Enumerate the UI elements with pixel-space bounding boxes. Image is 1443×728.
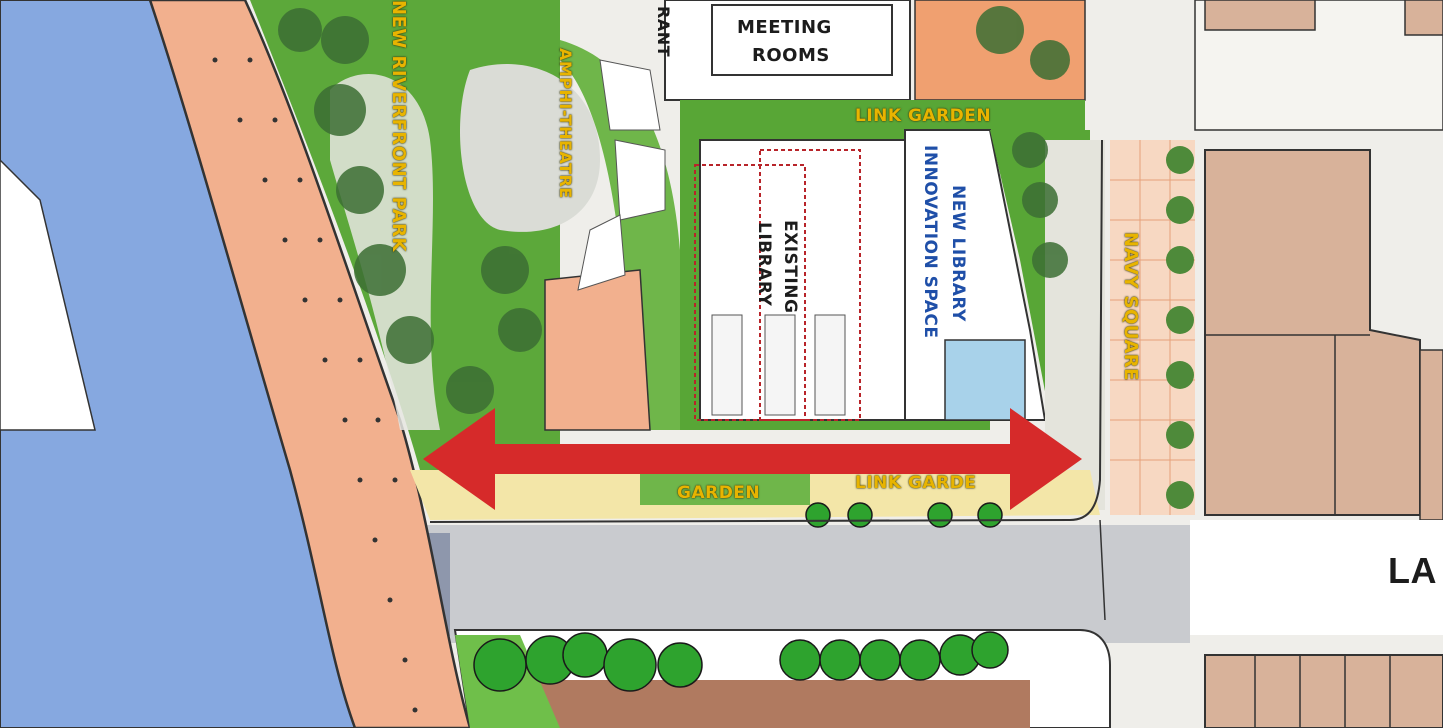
- amphitheatre-seating: [560, 40, 690, 430]
- amphitheatre-label: AMPHI-THEATRE: [556, 48, 575, 199]
- garden-bottom-label: GARDEN: [677, 483, 761, 503]
- amphitheatre-terrace: [544, 269, 651, 431]
- amphitheatre-plaza: [460, 64, 600, 232]
- double-headed-arrow-icon: [423, 408, 1082, 510]
- existing-library-label-2: LIBRARY: [754, 222, 774, 307]
- curb-line: [429, 139, 1103, 523]
- library-footprint-outline: [694, 164, 806, 421]
- existing-library-label-1: EXISTING: [780, 220, 800, 314]
- innovation-space-label: INNOVATION SPACE: [920, 145, 940, 339]
- amphitheatre-canopy-2: [614, 139, 666, 221]
- amphitheatre-canopy-3: [577, 214, 626, 291]
- meeting-rooms-block: [711, 4, 893, 76]
- library-bay-3: [814, 314, 846, 416]
- east-building-bottom: [1204, 654, 1443, 728]
- east-building-top-1: [1204, 0, 1316, 31]
- south-street-trees: [473, 631, 1009, 692]
- amphitheatre-canopy-1: [599, 59, 661, 131]
- park-trees: [278, 6, 1070, 414]
- garden-bottom-lawn: [640, 470, 810, 505]
- meeting-rooms-label-2: ROOMS: [752, 45, 830, 66]
- east-street: [1190, 520, 1443, 635]
- west-bank-pier: [0, 158, 96, 431]
- navy-square-trees: [1166, 146, 1194, 509]
- new-library-label: NEW LIBRARY: [948, 185, 968, 322]
- navy-square-label: NAVY SQUARE: [1120, 232, 1141, 381]
- link-garden-bottom-label: LINK GARDE: [855, 473, 977, 493]
- innovation-space-glass: [944, 339, 1026, 421]
- link-garden-top-label: LINK GARDEN: [855, 106, 992, 126]
- south-building-roof: [530, 680, 1030, 728]
- library-bay-1: [711, 314, 743, 416]
- meeting-rooms-label-1: MEETING: [737, 17, 832, 38]
- library-bay-2: [764, 314, 796, 416]
- restaurant-label: RANT: [654, 6, 673, 58]
- east-building-top-2: [1404, 0, 1443, 36]
- link-garden-top-strip: [680, 100, 1085, 130]
- riverfront-promenade: [148, 0, 472, 728]
- riverfront-park-label: NEW RIVERFRONT PARK: [388, 0, 409, 252]
- east-building-bottom-dividers: [1254, 655, 1391, 728]
- east-building-main: [1204, 149, 1421, 516]
- street-edge: [1099, 519, 1106, 621]
- east-building-edge: [1419, 349, 1443, 521]
- library-footprint-outline-2: [759, 149, 861, 421]
- street-name-label: LA: [1388, 550, 1437, 591]
- promenade-bollards: [212, 57, 418, 713]
